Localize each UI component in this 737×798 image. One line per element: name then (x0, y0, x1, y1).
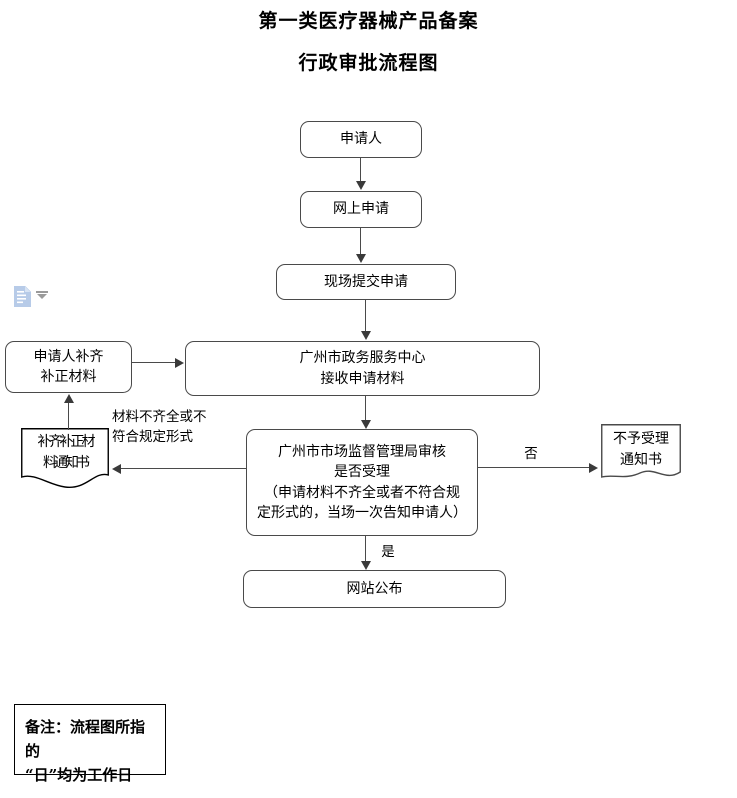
edge-applicant-supplement-to-service-center-arrowhead (175, 358, 184, 368)
node-onsite-submit-label: 现场提交申请 (324, 273, 408, 290)
edge-review-to-supplement-notice-vertical (246, 452, 247, 469)
edge-supplement-notice-to-applicant-supplement (68, 402, 69, 430)
chevron-down-icon-bar (36, 291, 48, 293)
page-title-line2: 行政审批流程图 (298, 52, 439, 74)
edge-review-to-supplement-notice-horizontal (120, 468, 247, 469)
node-applicant-label: 申请人 (340, 131, 382, 148)
edge-review-to-publish-arrowhead (361, 561, 371, 570)
paste-options-widget[interactable] (14, 286, 56, 312)
chevron-down-icon[interactable] (37, 294, 47, 299)
node-supplement-notice[interactable]: 补齐补正材 料通知书 (21, 428, 109, 490)
edge-online-apply-to-onsite-submit (360, 228, 361, 256)
node-applicant[interactable]: 申请人 (300, 121, 422, 158)
edge-review-to-supplement-notice-arrowhead (112, 464, 121, 474)
edge-service-center-to-review-arrowhead (361, 420, 371, 429)
paste-document-icon[interactable] (14, 286, 31, 307)
page-title-line1: 第一类医疗器械产品备案 (258, 10, 479, 32)
node-service-center-label: 广州市政务服务中心 接收申请材料 (299, 350, 426, 387)
node-reject-notice-label: 不予受理 通知书 (613, 431, 669, 468)
edge-label-yes: 是 (381, 544, 395, 560)
document-shape-outline (601, 424, 681, 478)
edge-online-apply-to-onsite-submit-arrowhead (356, 254, 366, 263)
node-online-apply-label: 网上申请 (333, 201, 389, 218)
edge-label-no: 否 (524, 446, 538, 462)
document-shape-outline (21, 428, 109, 488)
node-applicant-supplement[interactable]: 申请人补齐 补正材料 (5, 341, 132, 393)
node-online-apply[interactable]: 网上申请 (300, 191, 422, 228)
edge-applicant-to-online-apply-arrowhead (356, 181, 366, 190)
node-review[interactable]: 广州市市场监督管理局审核 是否受理 （申请材料不齐全或者不符合规 定形式的，当场… (246, 429, 478, 536)
edge-applicant-to-online-apply (360, 158, 361, 183)
node-review-label: 广州市市场监督管理局审核 是否受理 （申请材料不齐全或者不符合规 定形式的，当场… (257, 443, 467, 521)
edge-onsite-submit-to-service-center-arrowhead (361, 331, 371, 340)
edge-service-center-to-review (365, 396, 366, 422)
note-box: 备注：流程图所指的 “日”均为工作日 (14, 704, 166, 784)
node-supplement-notice-label: 补齐补正材 料通知书 (37, 434, 96, 471)
node-publish[interactable]: 网站公布 (243, 570, 506, 608)
node-reject-notice[interactable]: 不予受理 通知书 (601, 424, 681, 480)
edge-label-incomplete: 材料不齐全或不 符合规定形式 (112, 409, 207, 446)
node-service-center[interactable]: 广州市政务服务中心 接收申请材料 (185, 341, 540, 396)
edge-supplement-notice-to-applicant-supplement-arrowhead (64, 394, 74, 403)
edge-review-to-reject-notice-arrowhead (589, 463, 598, 473)
edge-review-to-reject-notice (478, 467, 590, 468)
node-applicant-supplement-label: 申请人补齐 补正材料 (33, 348, 104, 385)
node-publish-label: 网站公布 (346, 580, 403, 597)
edge-applicant-supplement-to-service-center (132, 362, 176, 363)
node-onsite-submit[interactable]: 现场提交申请 (276, 264, 456, 300)
edge-onsite-submit-to-service-center (365, 300, 366, 333)
edge-review-to-publish (365, 536, 366, 564)
